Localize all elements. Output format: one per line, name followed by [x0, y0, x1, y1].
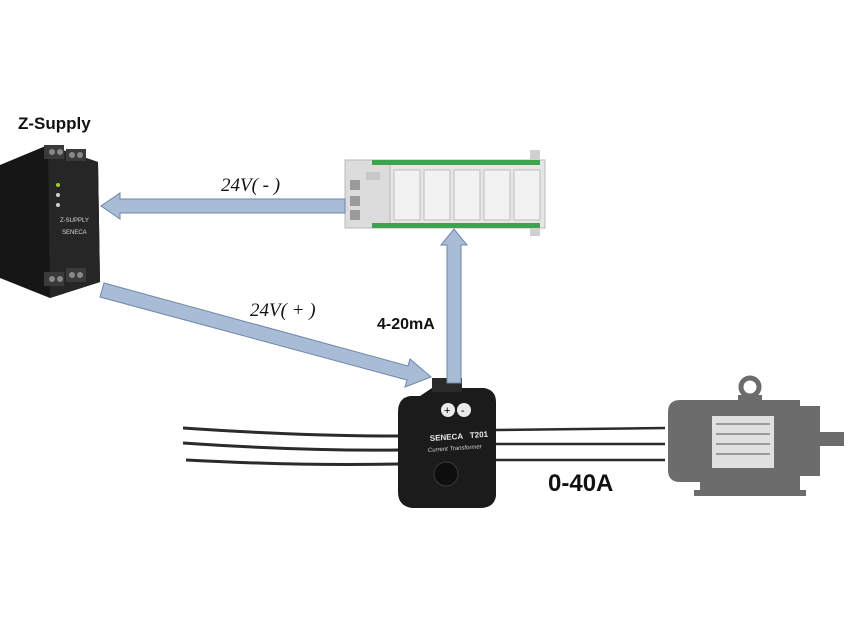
ct-subtitle: Current Transformer: [428, 444, 483, 454]
supply-front-name: Z-SUPPLY: [60, 218, 89, 224]
svg-text:-: -: [461, 405, 465, 417]
pos-wire-label: 24V( + ): [250, 300, 316, 321]
neg-wire-label: 24V( - ): [221, 175, 281, 196]
range-label: 0-40A: [548, 470, 614, 497]
signal-arrow: [439, 228, 469, 384]
ct-model: T201: [470, 430, 489, 440]
motor-icon: [668, 375, 844, 496]
supply-title: Z-Supply: [18, 114, 91, 133]
power-supply-icon: Z-SUPPLY SENECA: [0, 145, 100, 298]
input-wires: [182, 426, 399, 466]
current-transformer-icon: + - SENECA T201 Current Transformer: [398, 378, 496, 508]
supply-brand: SENECA: [62, 230, 87, 236]
svg-text:+: +: [444, 405, 450, 417]
neg-wire-arrow: [100, 192, 346, 220]
pos-wire-arrow: [99, 282, 432, 388]
signal-label: 4-20mA: [377, 316, 435, 333]
ct-brand: SENECA: [430, 432, 464, 443]
plc-icon: [344, 150, 546, 236]
output-wires: [495, 426, 666, 462]
